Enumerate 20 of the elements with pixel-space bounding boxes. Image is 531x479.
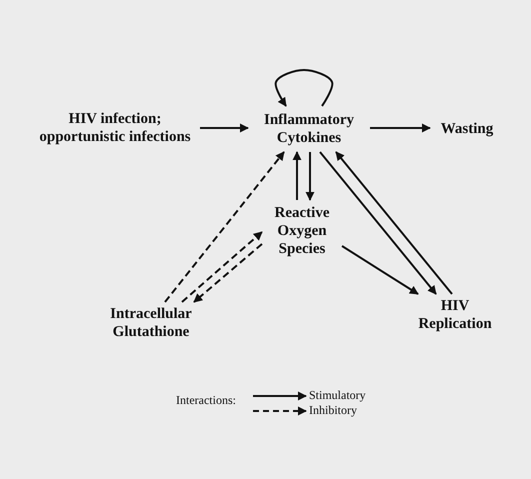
loop-arrow: [274, 69, 334, 107]
arrow: [292, 151, 302, 200]
legend-label: Inhibitory: [309, 403, 357, 418]
arrow: [319, 151, 437, 295]
legend-label: Stimulatory: [309, 388, 366, 403]
dashed-arrow: [193, 243, 263, 303]
node-label: HIV infection; opportunistic infections: [38, 110, 192, 146]
dashed-arrow: [181, 231, 263, 303]
node-label: Inflammatory Cytokines: [263, 111, 355, 147]
node-label: Wasting: [440, 120, 494, 138]
legend-title: Interactions:: [176, 393, 236, 408]
arrow: [200, 124, 249, 132]
arrow: [335, 151, 453, 295]
arrow: [306, 152, 314, 201]
dashed-arrow: [164, 151, 285, 303]
node-label: Reactive Oxygen Species: [274, 204, 330, 258]
arrow: [341, 245, 419, 295]
node-label: HIV Replication: [417, 297, 493, 333]
arrow: [370, 124, 431, 132]
node-label: Intracellular Glutathione: [109, 305, 193, 341]
